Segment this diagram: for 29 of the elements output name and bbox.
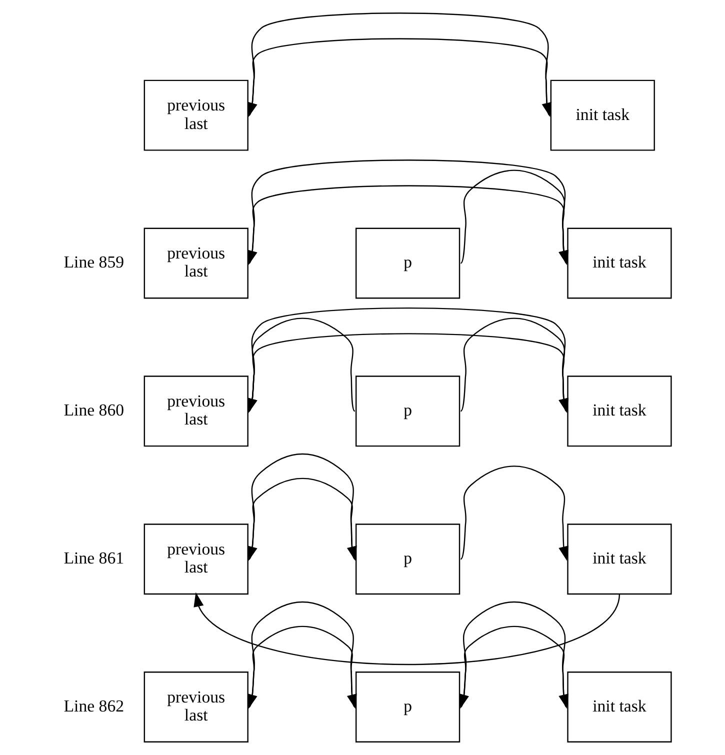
node-box: init task [566,524,672,595]
arrow [247,318,355,413]
node-box: p [354,672,460,742]
node-box: previous last [143,376,248,447]
arrow [248,185,568,265]
node-box: init task [566,672,672,742]
arrow [248,333,568,413]
arrow [460,170,568,265]
arrow [247,601,355,709]
node-label: Line 860 [63,400,124,420]
node-box: previous last [143,672,248,742]
node-box: p [354,228,460,299]
node-label: Line 859 [63,252,124,272]
arrow [460,466,568,561]
node-box: previous last [143,228,248,299]
node-box: previous last [143,80,248,151]
arrow [247,12,550,118]
arrow [247,453,355,561]
node-box: init task [566,376,672,447]
node-box: init task [550,80,654,151]
node-box: previous last [143,524,248,595]
arrow [460,318,568,413]
node-box: p [354,376,460,447]
arrow [247,160,567,265]
node-label: Line 861 [63,548,124,568]
node-label: Line 862 [63,696,124,716]
node-box: p [354,524,460,595]
node-box: init task [566,228,672,299]
arrow [247,307,567,413]
